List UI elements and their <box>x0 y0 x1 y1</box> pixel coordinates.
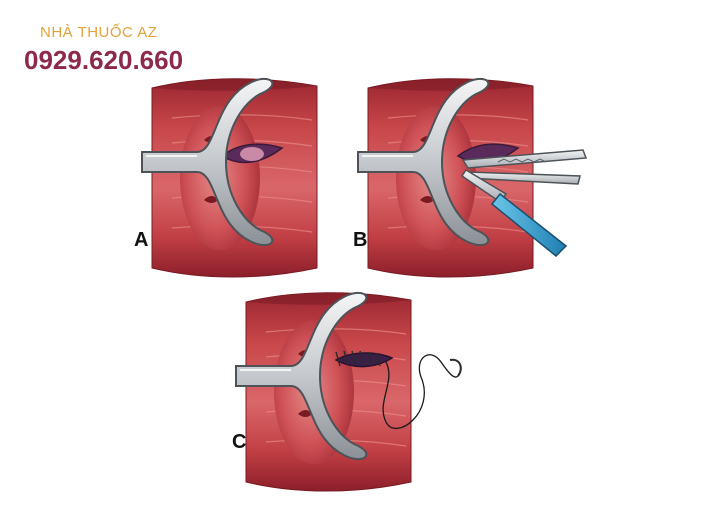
scalpel-handle-icon <box>490 192 568 258</box>
panel-b-illustration <box>357 77 588 278</box>
panel-label-a: A <box>134 229 148 251</box>
watermark-phone: 0929.620.660 <box>20 44 188 76</box>
panel-label-c: C <box>232 431 246 453</box>
panel-label-b: B <box>353 229 367 251</box>
panel-c-illustration <box>235 291 462 492</box>
suture-thread <box>382 354 459 429</box>
panel-a-illustration <box>141 77 318 278</box>
suture-needle-icon <box>449 358 462 377</box>
watermark-brand-name: NHÀ THUỐC AZ <box>40 24 158 41</box>
fissure-tissue <box>240 147 264 161</box>
forceps-icon <box>461 149 588 169</box>
suture-stitches <box>335 350 381 367</box>
